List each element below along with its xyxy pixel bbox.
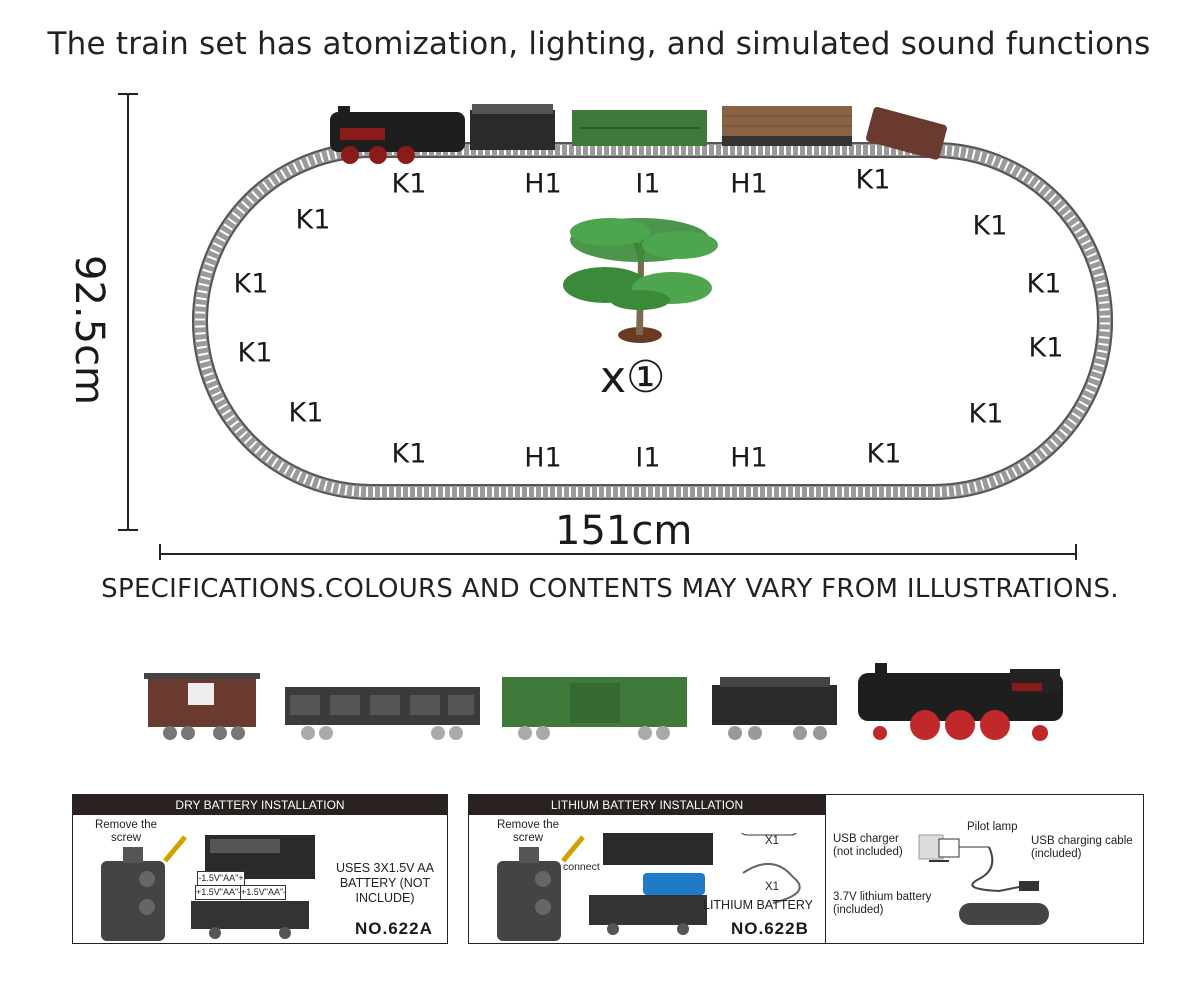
track-label: K1 xyxy=(855,164,891,196)
boxcar-top xyxy=(572,110,707,146)
battery-label: -1.5V"AA"+ xyxy=(197,871,245,886)
track-label: K1 xyxy=(972,210,1008,242)
track-label: K1 xyxy=(391,438,427,470)
track-label: K1 xyxy=(391,168,427,200)
track-gaps xyxy=(195,145,1110,497)
usb-cable-note: USB charging cable (included) xyxy=(1031,835,1133,860)
tender-side xyxy=(712,677,837,740)
dry-battery-note: USES 3X1.5V AA BATTERY (NOT INCLUDE) xyxy=(336,861,434,905)
lithium-battery-note: LITHIUM BATTERY xyxy=(703,898,813,912)
model-number-a: NO.622A xyxy=(355,919,433,938)
lithium-battery-illustration xyxy=(497,833,801,941)
model-number-b: NO.622B xyxy=(731,919,809,938)
gondola-side xyxy=(285,687,480,740)
battery-label: +1.5V"AA"- xyxy=(240,885,286,900)
track-label: I1 xyxy=(635,442,661,474)
track-rail-inner xyxy=(206,156,1099,486)
remove-screw-note: Remove the screw xyxy=(496,819,559,844)
boxcar-side xyxy=(502,677,687,740)
track-label: K1 xyxy=(288,397,324,429)
lithium-battery-panel: LITHIUM BATTERY INSTALLATION Remove the … xyxy=(468,794,1144,944)
lithium-battery-spec-note: 3.7V lithium battery (included) xyxy=(833,891,932,916)
track-ties xyxy=(192,142,1113,500)
width-dimension: 151cm xyxy=(555,508,693,554)
remove-screw-note: Remove the screw xyxy=(94,819,157,844)
locomotive-top xyxy=(330,106,465,164)
disclaimer: SPECIFICATIONS.COLOURS AND CONTENTS MAY … xyxy=(101,574,1119,604)
caboose-top xyxy=(866,107,947,160)
dry-battery-title: DRY BATTERY INSTALLATION xyxy=(73,795,447,815)
usb-charger-note: USB charger (not included) xyxy=(833,833,903,858)
lithium-battery-title: LITHIUM BATTERY INSTALLATION xyxy=(469,795,825,815)
pilot-lamp-note: Pilot lamp xyxy=(967,821,1018,833)
log-car-top xyxy=(722,106,852,146)
track-label: K1 xyxy=(1026,268,1062,300)
charging-illustration xyxy=(918,834,1049,925)
tree-illustration xyxy=(563,218,718,343)
track-label: K1 xyxy=(968,398,1004,430)
tender-top xyxy=(470,104,555,150)
tree-quantity: x① xyxy=(600,352,666,403)
quantity-label: X1 xyxy=(765,881,780,893)
height-dimension: 92.5cm xyxy=(66,255,112,406)
train-side-view xyxy=(144,663,1063,741)
headline: The train set has atomization, lighting,… xyxy=(47,26,1151,62)
track-label: K1 xyxy=(1028,332,1064,364)
track-label: K1 xyxy=(237,337,273,369)
locomotive-side xyxy=(858,663,1063,741)
quantity-label: X1 xyxy=(765,835,780,847)
connect-label: connect xyxy=(563,861,600,873)
track-label: H1 xyxy=(524,168,562,200)
track-label: H1 xyxy=(524,442,562,474)
track-label: K1 xyxy=(233,268,269,300)
track-label: K1 xyxy=(866,438,902,470)
track-label: I1 xyxy=(635,168,661,200)
track-diagram xyxy=(118,93,1113,560)
track-label: H1 xyxy=(730,168,768,200)
dry-battery-panel: DRY BATTERY INSTALLATION Remove the scre… xyxy=(72,794,448,944)
caboose-side xyxy=(144,673,260,740)
track-label: H1 xyxy=(730,442,768,474)
battery-label: +1.5V"AA"- xyxy=(195,885,241,900)
track-label: K1 xyxy=(295,204,331,236)
